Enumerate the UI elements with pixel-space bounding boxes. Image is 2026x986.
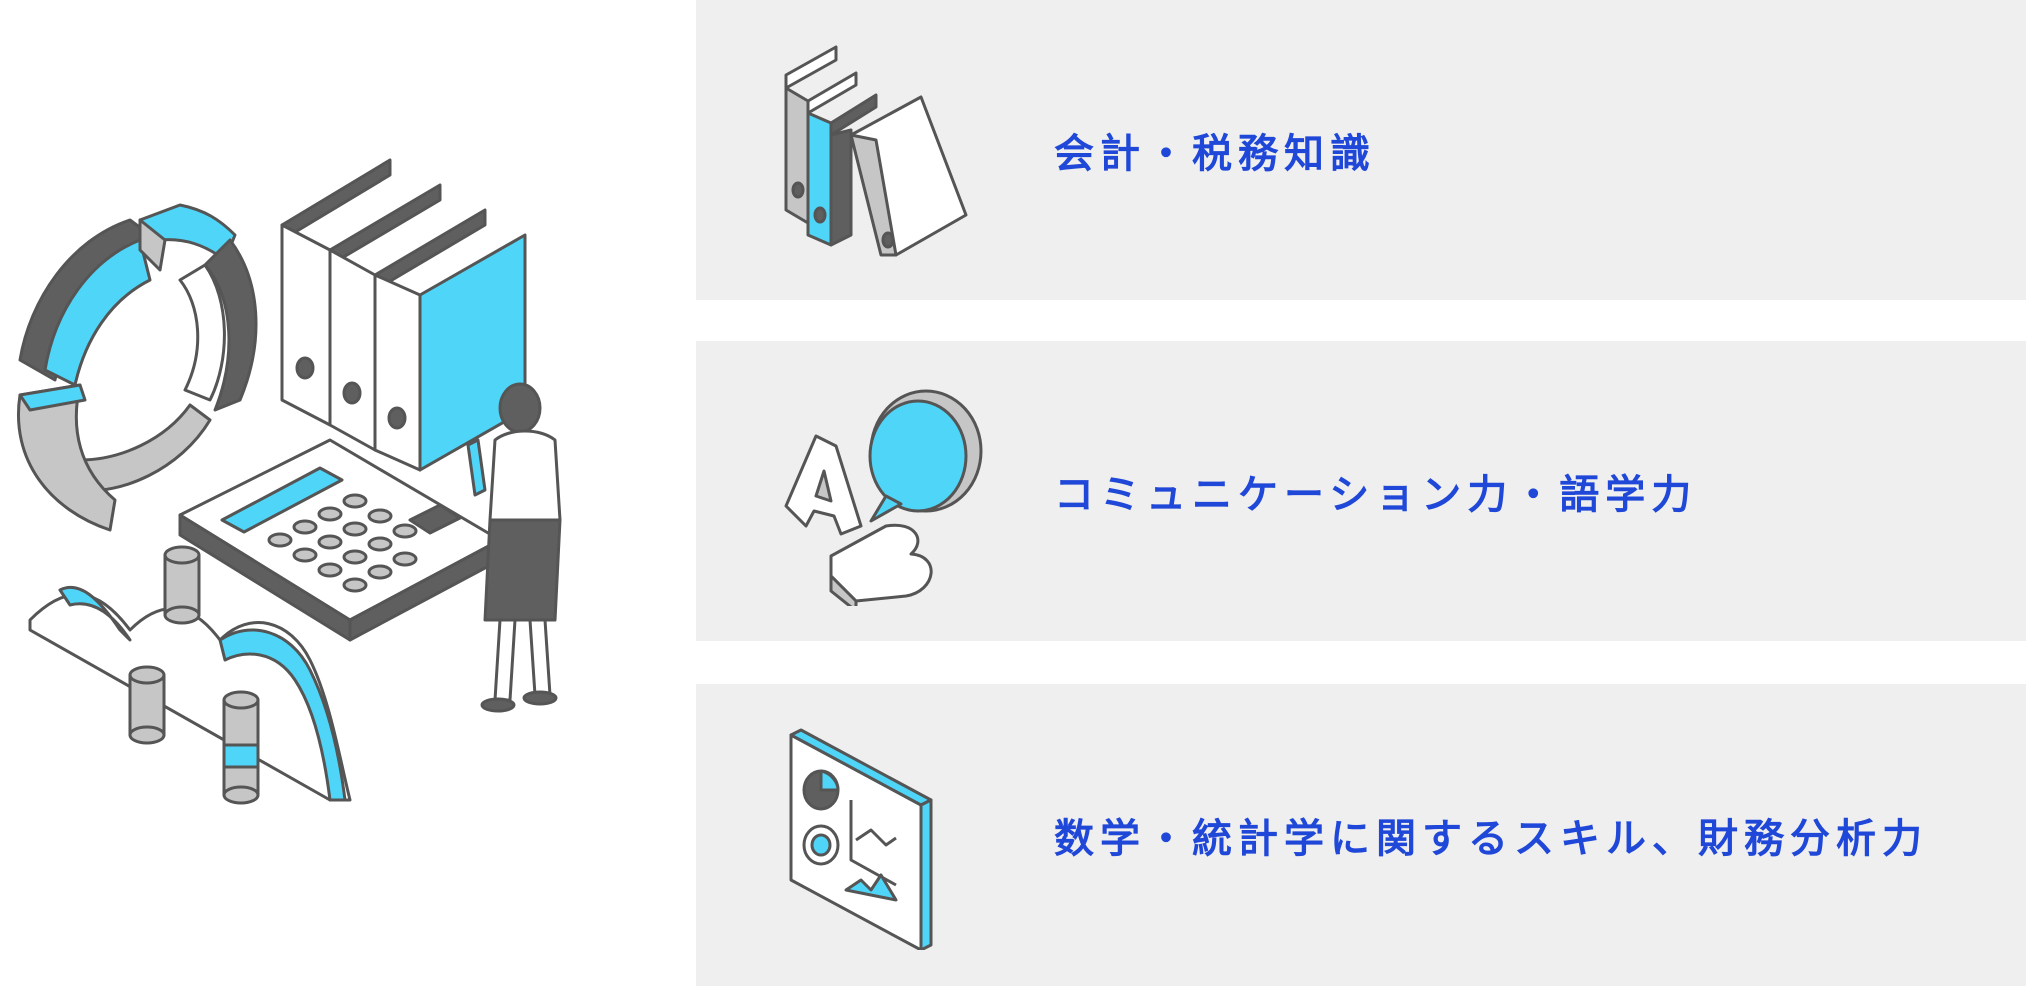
- skill-label: コミュニケーション力・語学力: [1054, 472, 1698, 518]
- analytics-board-icon: [789, 728, 933, 950]
- finance-office-illustration: [17, 158, 562, 805]
- skill-panel-communication: コミュニケーション力・語学力: [696, 341, 2026, 641]
- binders-icon: [784, 45, 968, 257]
- skill-label: 数学・統計学に関するスキル、財務分析力: [1054, 816, 1928, 862]
- ab-speech-bubble-icon: [784, 389, 983, 606]
- skill-panel-math-stats: 数学・統計学に関するスキル、財務分析力: [696, 684, 2026, 986]
- skill-panel-accounting: 会計・税務知識: [696, 0, 2026, 300]
- skill-label: 会計・税務知識: [1054, 131, 1376, 177]
